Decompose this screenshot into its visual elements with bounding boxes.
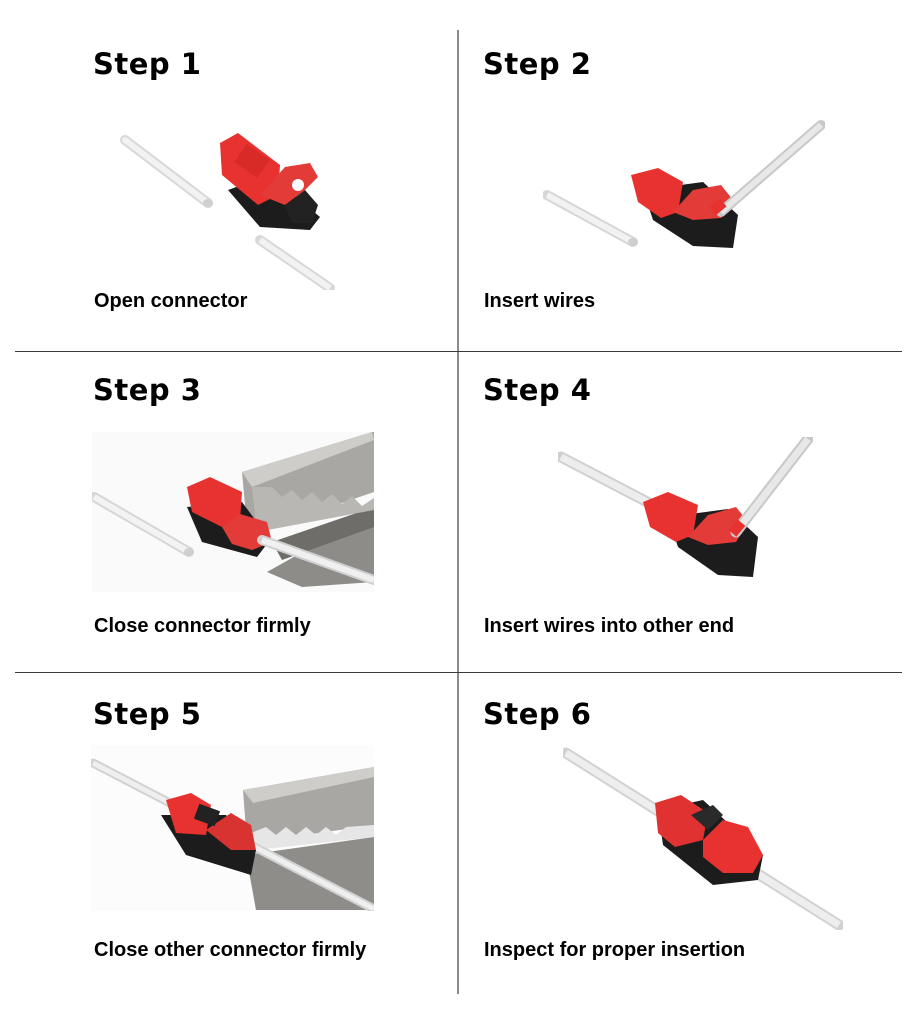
step-title: Step 4	[483, 373, 592, 407]
step-title: Step 3	[93, 373, 202, 407]
step-caption: Open connector	[94, 290, 248, 312]
step-caption: Insert wires	[484, 290, 596, 312]
inspect-insertion-photo	[563, 745, 843, 930]
step-title: Step 2	[483, 47, 592, 81]
horizontal-divider-1	[15, 351, 902, 352]
step-caption: Close connector firmly	[94, 615, 311, 637]
step-title: Step 6	[483, 697, 592, 731]
horizontal-divider-2	[15, 672, 902, 673]
step-title: Step 1	[93, 47, 202, 81]
step-caption: Inspect for proper insertion	[484, 939, 746, 961]
close-connector-pliers-photo	[92, 432, 374, 592]
step-caption: Close other connector firmly	[94, 939, 367, 961]
insert-other-end-photo	[558, 437, 813, 582]
open-connector-photo	[120, 105, 405, 290]
vertical-divider	[457, 30, 459, 994]
step-title: Step 5	[93, 697, 202, 731]
step-caption: Insert wires into other end	[484, 615, 735, 637]
close-other-connector-pliers-photo	[91, 745, 374, 911]
insert-wires-photo	[543, 120, 825, 260]
